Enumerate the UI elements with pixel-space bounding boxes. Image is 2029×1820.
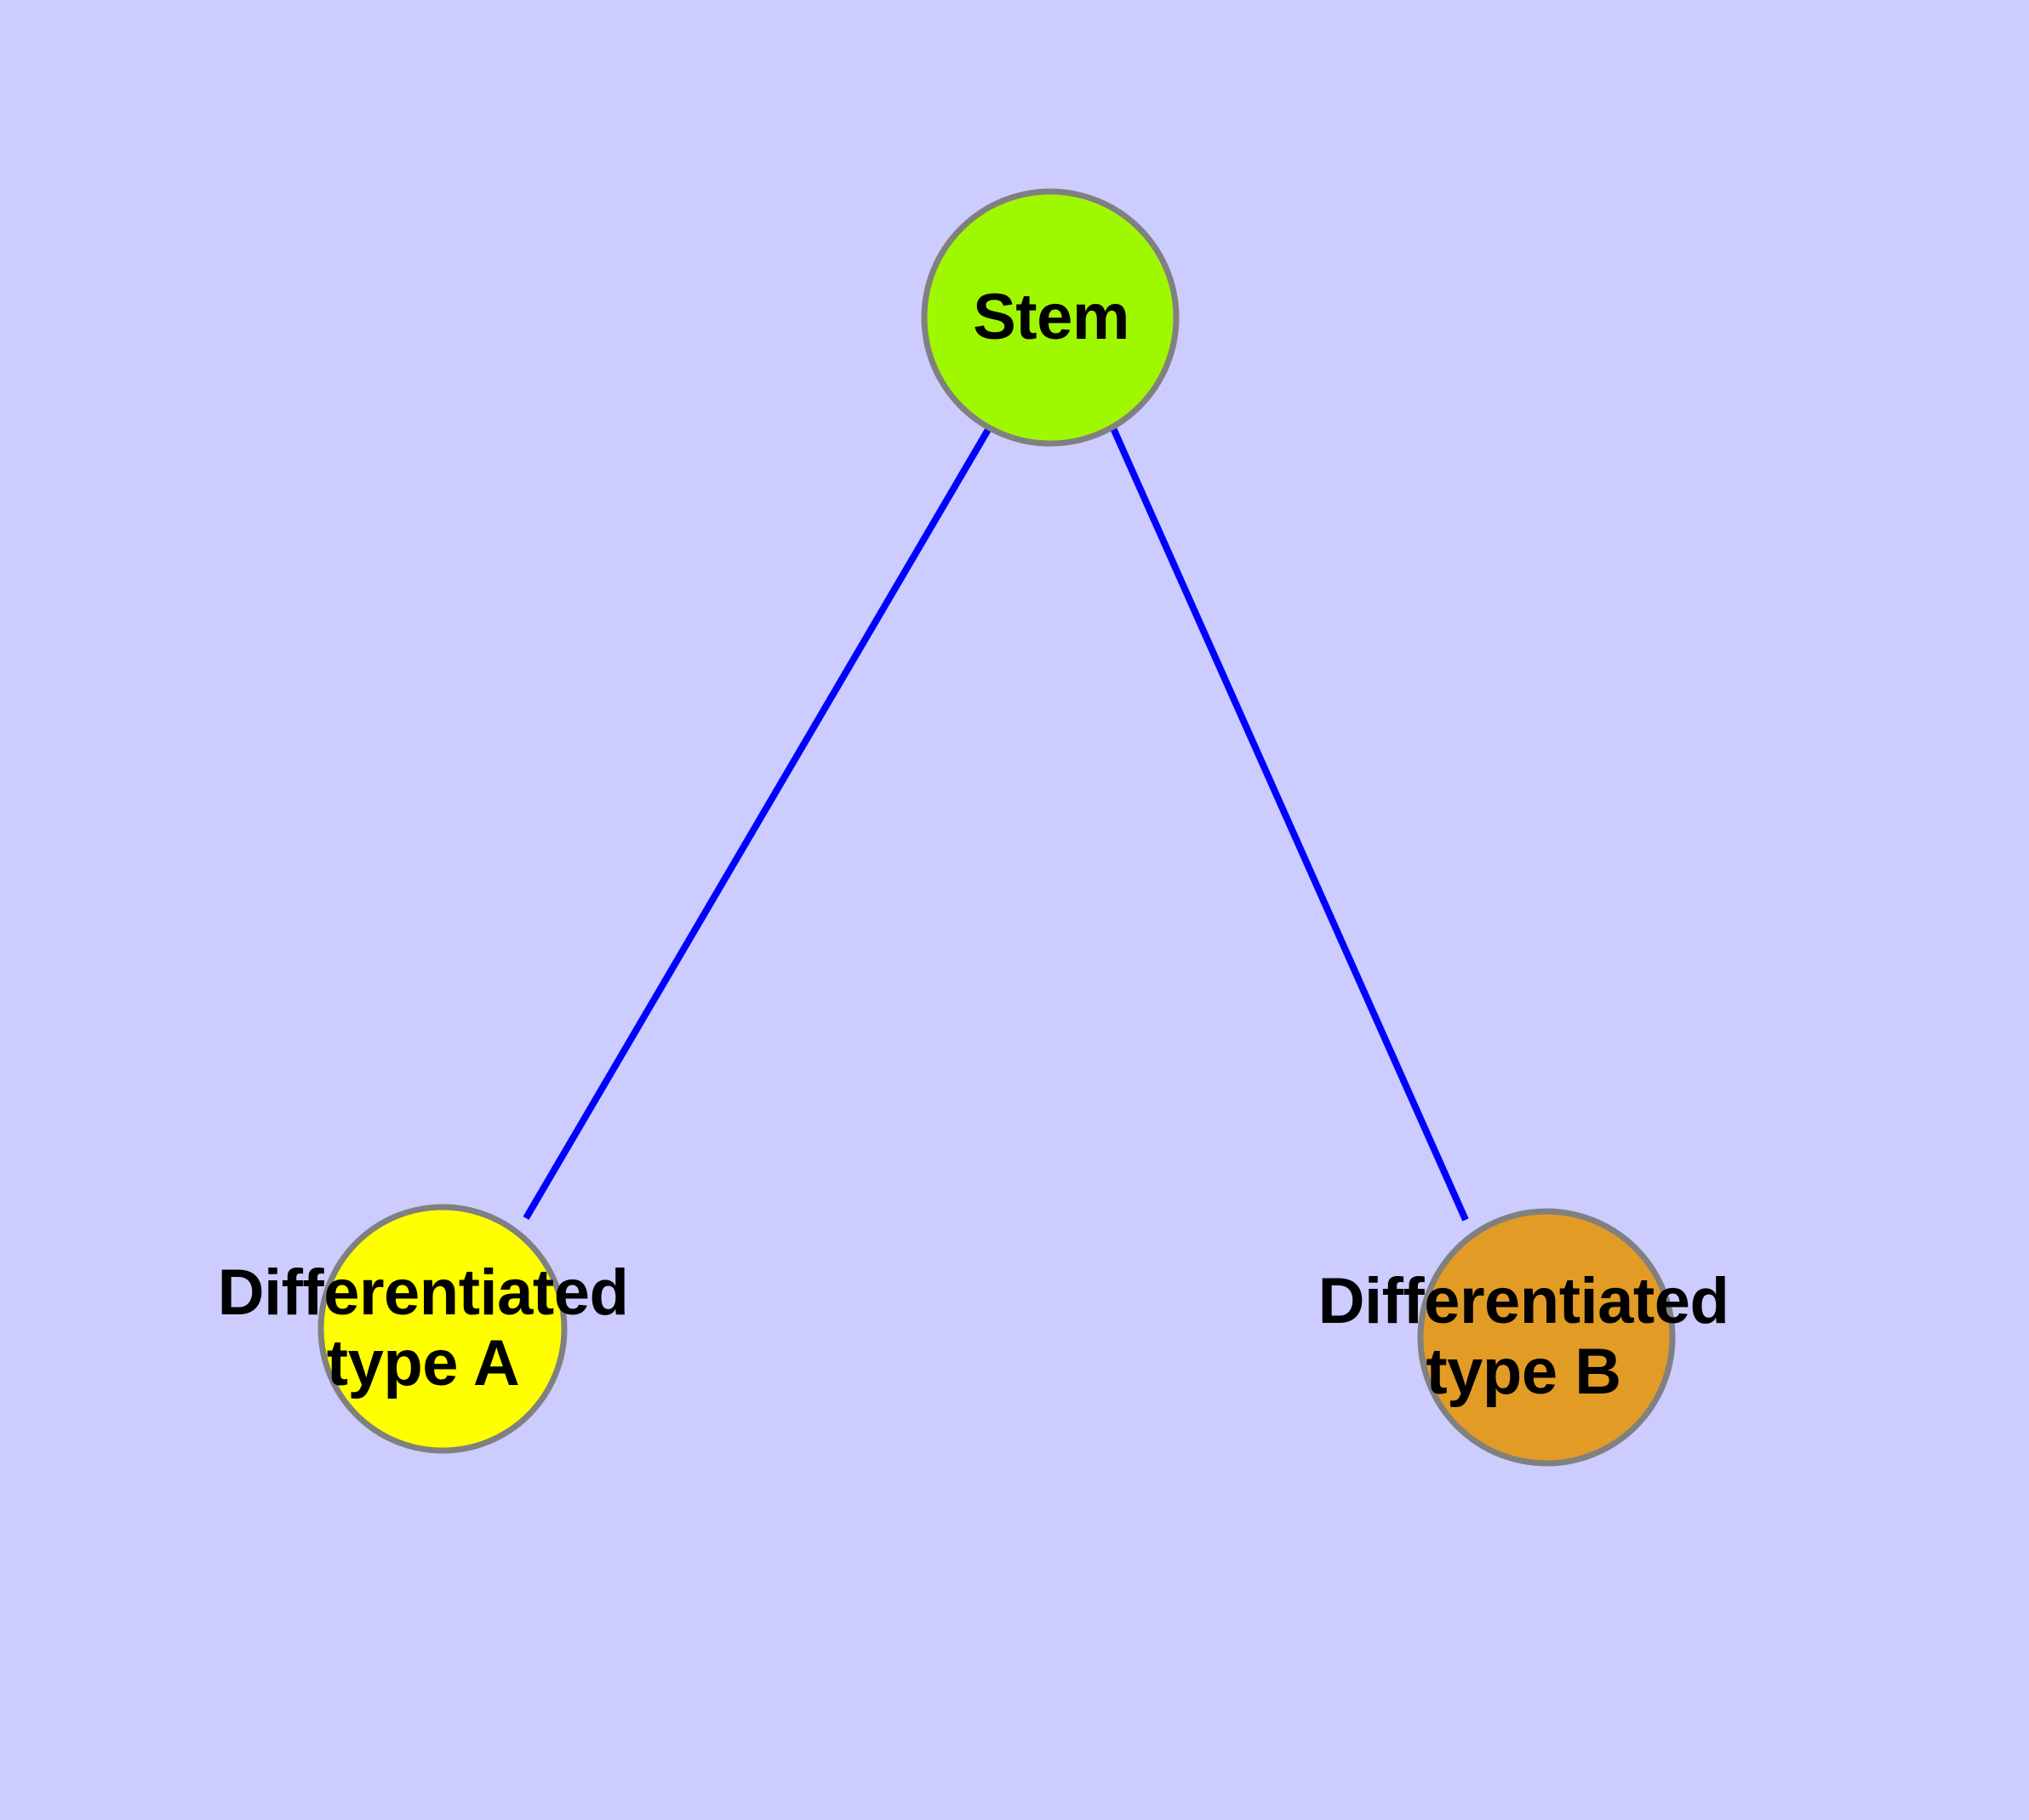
graph-edge[interactable] [1110, 426, 1469, 1222]
nodes-layer [317, 188, 1676, 1467]
graph-node-diff_a[interactable] [317, 1204, 568, 1454]
graph-node-diff_b[interactable] [1417, 1208, 1676, 1467]
graph-node-stem[interactable] [921, 188, 1180, 447]
edges-layer [523, 426, 1469, 1222]
graph-edge[interactable] [523, 426, 992, 1221]
